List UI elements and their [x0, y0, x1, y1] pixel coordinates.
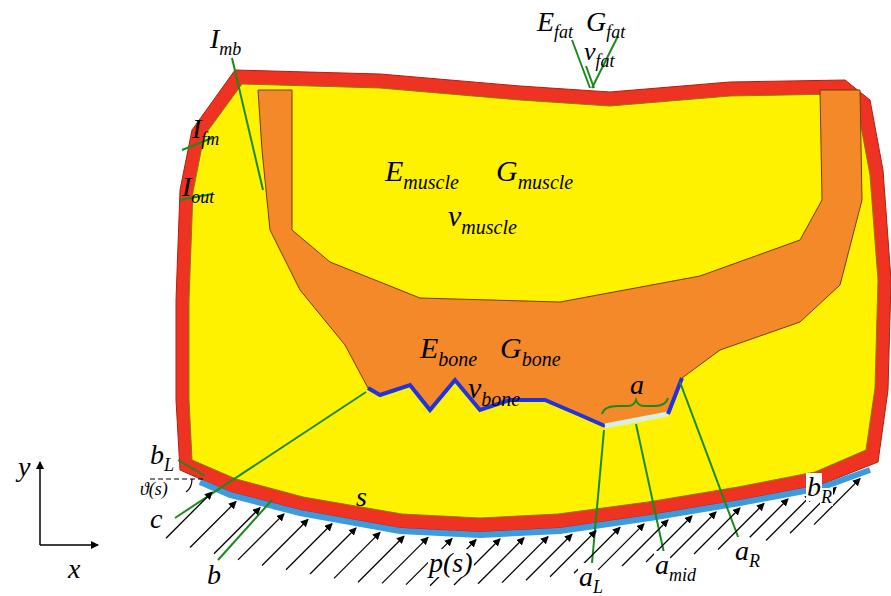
symbol-label: a — [630, 371, 644, 399]
pressure-arrow — [238, 514, 284, 560]
pressure-arrow — [478, 538, 524, 584]
subscript-label: fm — [201, 130, 219, 148]
subscript-label: fat — [606, 23, 625, 41]
subscript-label: mid — [668, 566, 697, 584]
symbol-label: G — [586, 8, 606, 36]
symbol-label: G — [496, 156, 518, 186]
subscript-label: muscle — [461, 217, 517, 237]
subscript-label: R — [748, 552, 761, 570]
subscript-label: muscle — [518, 172, 574, 192]
angle-arc — [186, 479, 192, 492]
symbol-label: v — [468, 373, 481, 403]
symbol-label: E — [537, 8, 554, 36]
pressure-arrow — [598, 524, 644, 570]
subscript-label: muscle — [403, 172, 459, 192]
brace — [602, 398, 668, 414]
symbol-label: p(s) — [428, 549, 474, 577]
subscript-label: bone — [481, 389, 520, 409]
subscript-label: out — [191, 188, 214, 206]
fat-layer — [176, 70, 891, 532]
pressure-arrow — [334, 532, 380, 578]
pressure-arrow — [286, 524, 332, 570]
symbol-label: I — [210, 25, 219, 53]
symbol-label: I — [182, 173, 191, 201]
symbol-label: c — [150, 505, 162, 533]
symbol-label: ϑ(s) — [140, 480, 168, 498]
symbol-label: I — [192, 115, 201, 143]
subscript-label: fat — [554, 23, 573, 41]
pressure-arrow — [502, 537, 548, 583]
leader-lines — [175, 36, 740, 563]
pressure-arrow — [214, 508, 260, 554]
bone-region — [258, 90, 862, 426]
subscript-label: R — [820, 488, 833, 506]
symbol-label: s — [356, 483, 367, 511]
pressure-arrow — [358, 536, 404, 582]
symbol-label: x — [68, 555, 80, 583]
subscript-label: bone — [522, 349, 561, 369]
pressure-arrow — [670, 512, 716, 558]
subscript-label: L — [592, 578, 604, 596]
symbol-label: b — [150, 441, 164, 469]
symbol-label: b — [206, 561, 222, 589]
pressure-arrow — [310, 528, 356, 574]
contact-interface-c — [368, 380, 605, 426]
pressure-arrow — [382, 537, 428, 583]
pressure-arrows — [166, 479, 860, 586]
subscript-label: mb — [219, 40, 241, 58]
subscript-label: fat — [596, 52, 615, 70]
symbol-label: G — [500, 333, 522, 363]
symbol-label: E — [385, 156, 403, 186]
symbol-label: y — [18, 453, 30, 481]
subscript-label: bone — [438, 349, 477, 369]
pressure-arrow — [262, 519, 308, 565]
symbol-label: v — [584, 39, 596, 65]
pressure-arrow — [190, 502, 236, 548]
pressure-arrow — [166, 492, 212, 538]
boundary-b — [200, 470, 870, 535]
symbol-label: E — [420, 333, 438, 363]
axes — [40, 462, 98, 545]
pressure-arrow — [526, 534, 572, 580]
symbol-label: v — [448, 201, 461, 231]
subscript-label: L — [164, 456, 174, 474]
muscle-region — [189, 84, 878, 518]
